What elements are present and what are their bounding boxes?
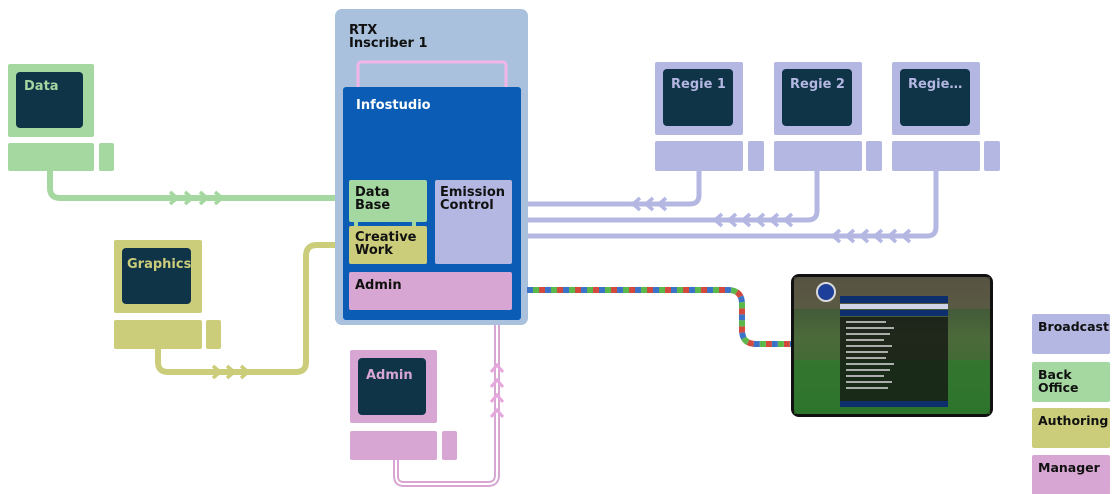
mouse: [206, 320, 221, 349]
legend-label-back-office: Back Office: [1038, 367, 1079, 395]
mouse: [748, 141, 764, 171]
legend-swatch-back-office: [1032, 362, 1110, 402]
workstation-data[interactable]: [8, 64, 114, 171]
legend-swatch-authoring: [1032, 408, 1110, 448]
screen: [782, 69, 852, 126]
workstation-regie-2[interactable]: [774, 62, 882, 171]
legend-label-broadcast: Broadcast: [1038, 319, 1109, 334]
rtx-loop: [356, 60, 508, 90]
module-creative-work-label: Creative Work: [355, 230, 417, 258]
workstation-graphics-label: Graphics: [127, 257, 192, 272]
keyboard: [350, 431, 437, 460]
workstation-regie-2-label: Regie 2: [790, 77, 845, 92]
module-emission-control-label: Emission Control: [440, 185, 505, 213]
workstation-admin-label: Admin: [366, 368, 413, 383]
keyboard: [774, 141, 862, 171]
screen: [900, 69, 970, 126]
workstation-graphics[interactable]: [114, 240, 221, 349]
mouse: [866, 141, 882, 171]
legend-swatch-manager: [1032, 455, 1110, 494]
back-office-connection: [47, 170, 350, 206]
mouse: [984, 141, 1000, 171]
authoring-connection: [155, 242, 350, 380]
legend-label-manager: Manager: [1038, 460, 1100, 475]
module-database-label: Data Base: [355, 185, 391, 213]
module-admin[interactable]: [349, 272, 512, 310]
workstation-admin[interactable]: [350, 350, 457, 460]
legend-label-authoring: Authoring: [1038, 413, 1109, 428]
screen: [358, 358, 426, 415]
workstation-regie-3-label: Regie…: [908, 77, 963, 92]
legend-swatch-broadcast: [1032, 314, 1110, 354]
screen: [122, 248, 191, 304]
screen: [16, 72, 83, 128]
module-emission-control[interactable]: [435, 180, 512, 264]
manager-connection: [393, 300, 505, 487]
output-cable: [527, 287, 795, 347]
keyboard: [892, 141, 980, 171]
keyboard: [114, 320, 202, 349]
mouse: [99, 143, 114, 171]
rtx-title: RTX Inscriber 1: [349, 23, 428, 51]
broadcast-connections: [512, 170, 939, 244]
keyboard: [655, 141, 743, 171]
workstation-regie-1-label: Regie 1: [671, 77, 726, 92]
module-admin-label: Admin: [355, 278, 402, 293]
screen: [663, 69, 733, 126]
tv-output-screen: [791, 274, 993, 417]
team-crest-icon: [816, 282, 836, 302]
workstation-regie-3[interactable]: [892, 62, 1000, 171]
workstation-regie-1[interactable]: [655, 62, 764, 171]
mouse: [442, 431, 457, 460]
infostudio-title: Infostudio: [356, 98, 431, 113]
keyboard: [8, 143, 94, 171]
workstation-data-label: Data: [24, 79, 59, 94]
module-database[interactable]: [349, 180, 427, 222]
module-creative-work[interactable]: [349, 226, 427, 264]
